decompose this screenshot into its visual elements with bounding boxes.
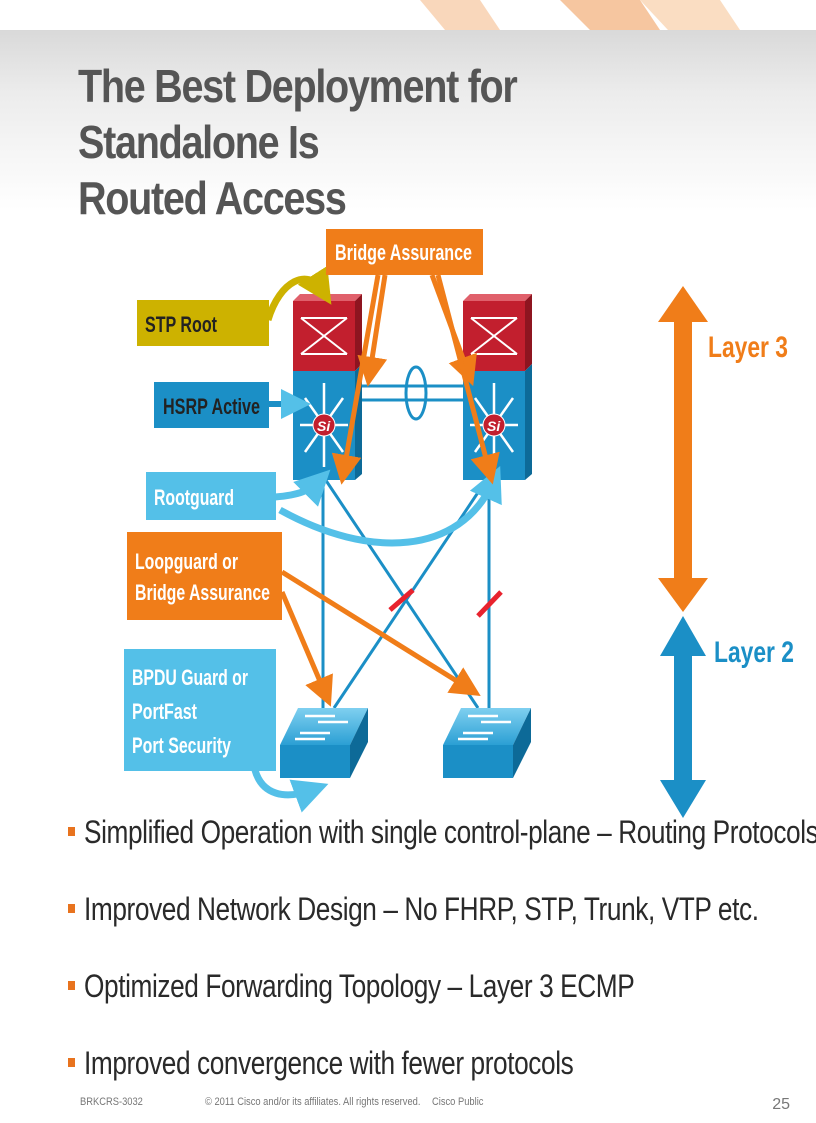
bullet-item-2: Improved Network Design – No FHRP, STP, …: [66, 889, 806, 966]
top-stripes-decoration: [420, 0, 740, 30]
annotation-arrows: [251, 265, 502, 813]
top-decoration-bar: [0, 0, 816, 30]
port-channel-ellipse: [404, 365, 428, 421]
layer2-arrow: [660, 616, 706, 818]
bullet-item-3: Optimized Forwarding Topology – Layer 3 …: [66, 966, 806, 1043]
bpdu-label-line3: Port Security: [132, 733, 232, 758]
bullet-text-1: Simplified Operation with single control…: [84, 814, 816, 850]
access-switch-left: [280, 708, 368, 778]
bpdu-label-line1: BPDU Guard or: [132, 665, 248, 690]
footer-code: BRKCRS-3032: [80, 1096, 143, 1108]
bpdu-label-line2: PortFast: [132, 699, 197, 724]
distribution-switch-right: Si: [463, 294, 532, 480]
rootguard-label: Rootguard: [154, 485, 234, 510]
bullet-text-3: Optimized Forwarding Topology – Layer 3 …: [84, 968, 635, 1004]
blocked-port-mark-right: [476, 590, 503, 618]
bullet-square-icon: [68, 827, 75, 836]
bullet-item-1: Simplified Operation with single control…: [66, 812, 816, 889]
layer3-arrow: [658, 286, 708, 612]
bullet-text-2: Improved Network Design – No FHRP, STP, …: [84, 891, 759, 927]
hsrp-active-box: HSRP Active: [154, 382, 269, 428]
si-badge-left: Si: [317, 418, 331, 434]
page-number: 25: [772, 1096, 790, 1113]
bridge-assurance-top-label: Bridge Assurance: [335, 240, 472, 265]
si-badge-right: Si: [487, 418, 501, 434]
stp-root-label: STP Root: [145, 312, 217, 337]
access-switch-right: [443, 708, 531, 778]
link-cross-1: [321, 475, 480, 709]
title-line-2: Routed Access: [78, 172, 347, 224]
stp-root-box: STP Root: [137, 300, 269, 346]
distribution-switch-left: Si: [293, 294, 362, 480]
bullet-list: Simplified Operation with single control…: [66, 812, 816, 1120]
bridge-assurance-top-box: Bridge Assurance: [326, 229, 483, 275]
blocked-port-mark-left: [388, 588, 415, 612]
loopguard-label-line2: Bridge Assurance: [135, 580, 270, 605]
header-band: [0, 30, 816, 210]
slide-title: The Best Deployment for Standalone Is Ro…: [78, 58, 680, 226]
footer-classification: Cisco Public: [432, 1096, 484, 1108]
bpdu-guard-box: BPDU Guard or PortFast Port Security: [124, 649, 276, 771]
bullet-item-4: Improved convergence with fewer protocol…: [66, 1043, 806, 1120]
hsrp-active-label: HSRP Active: [163, 394, 260, 419]
loopguard-label-line1: Loopguard or: [135, 549, 238, 574]
layer3-label: Layer 3: [708, 331, 788, 364]
loopguard-box: Loopguard or Bridge Assurance: [127, 532, 282, 620]
bullet-square-icon: [68, 1058, 75, 1067]
layer2-label: Layer 2: [714, 636, 794, 669]
footer-copyright: © 2011 Cisco and/or its affiliates. All …: [205, 1096, 421, 1108]
bullet-square-icon: [68, 981, 75, 990]
bullet-square-icon: [68, 904, 75, 913]
title-line-1: The Best Deployment for Standalone Is: [78, 60, 518, 168]
rootguard-box: Rootguard: [146, 472, 276, 520]
bullet-text-4: Improved convergence with fewer protocol…: [84, 1045, 574, 1081]
